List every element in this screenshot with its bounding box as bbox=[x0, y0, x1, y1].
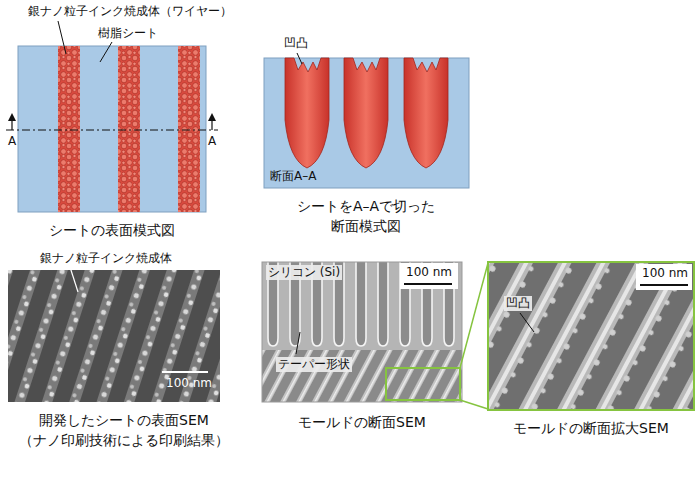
section-mark: A bbox=[8, 134, 16, 149]
section-arrow bbox=[208, 113, 216, 121]
scale-label: 100 nm bbox=[642, 266, 688, 281]
part-label: シリコン (Si) bbox=[266, 265, 342, 280]
scale-bar bbox=[640, 284, 688, 286]
cross-section bbox=[264, 58, 469, 188]
sem-frame bbox=[262, 262, 462, 402]
part-label: 銀ナノ粒子インク焼成体 bbox=[40, 251, 172, 266]
sem-image bbox=[8, 270, 220, 402]
section-arrow bbox=[8, 113, 16, 121]
part-label: 凹凸 bbox=[504, 296, 532, 311]
silver-wire bbox=[58, 46, 80, 212]
sem-image bbox=[262, 262, 462, 350]
zoom-line bbox=[460, 400, 488, 409]
leader-line bbox=[520, 313, 534, 332]
figure-caption: 開発したシートの表面SEM （ナノ印刷技術による印刷結果） bbox=[4, 410, 244, 451]
part-label: 樹脂シート bbox=[98, 26, 158, 41]
scale-label: 100 nm bbox=[406, 265, 452, 280]
figure-caption: シートの表面模式図 bbox=[49, 220, 175, 240]
scale-label: 100 nm bbox=[166, 376, 212, 391]
section-name: 断面A–A bbox=[270, 169, 316, 184]
figure-caption: モールドの断面拡大SEM bbox=[513, 418, 669, 438]
leader-line bbox=[58, 21, 66, 54]
resin-sheet bbox=[18, 46, 206, 212]
figure-caption: モールドの断面SEM bbox=[298, 412, 426, 432]
scale-bar bbox=[404, 283, 452, 285]
silver-wire bbox=[118, 46, 140, 212]
leader-line bbox=[296, 332, 300, 354]
sem-image bbox=[488, 262, 694, 410]
tapered-wire bbox=[285, 58, 329, 168]
leader-line bbox=[297, 53, 302, 64]
part-label: 凹凸 bbox=[284, 36, 308, 51]
sem-image bbox=[262, 350, 462, 402]
zoom-line bbox=[460, 263, 488, 368]
section-mark: A bbox=[208, 134, 216, 149]
tapered-wire bbox=[344, 58, 388, 168]
figure-caption: シートをA–Aで切った 断面模式図 bbox=[266, 196, 466, 237]
scale-ground bbox=[400, 263, 458, 289]
part-label: テーパー形状 bbox=[276, 357, 352, 372]
scale-ground bbox=[636, 264, 692, 290]
section-line bbox=[6, 130, 218, 131]
zoom-box bbox=[386, 368, 460, 400]
part-label: 銀ナノ粒子インク焼成体（ワイヤー） bbox=[28, 4, 232, 19]
silver-wire bbox=[178, 46, 200, 212]
tapered-wire bbox=[404, 58, 448, 168]
section-arrow bbox=[11, 120, 12, 130]
leader-line bbox=[70, 267, 78, 292]
leader-line bbox=[100, 42, 112, 62]
scale-bar bbox=[162, 371, 208, 373]
section-arrow bbox=[211, 120, 212, 130]
